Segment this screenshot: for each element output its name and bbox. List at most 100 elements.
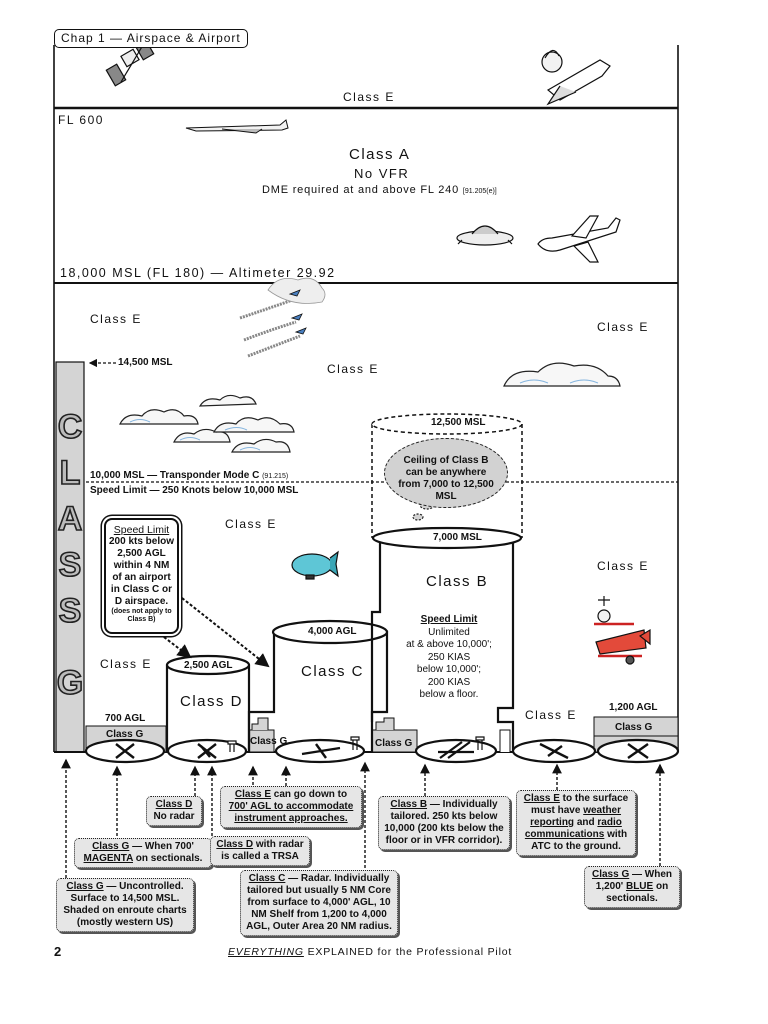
blimp-icon <box>291 550 339 580</box>
airliner-icon <box>537 215 621 263</box>
class-g-letter: S <box>58 591 82 631</box>
class-b-speed-line: below 10,000'; <box>416 664 482 675</box>
biplane-icon <box>594 596 651 665</box>
space-shuttle-icon <box>541 49 611 106</box>
note-text: — Uncontrolled. Surface to 14,500 MSL. S… <box>63 881 187 928</box>
satellite-icon <box>105 37 155 87</box>
note-arrows <box>61 758 665 878</box>
note-term: Class E <box>234 789 272 800</box>
note-text: to the surface must have <box>530 793 629 816</box>
class-g-letter: G <box>56 663 84 703</box>
speed-line: of an airport <box>112 572 171 583</box>
class-e-low-right: Class E <box>597 559 649 573</box>
dme-reference: [91.205(e)] <box>462 188 497 195</box>
class-b-ceiling-cloud: Ceiling of Class B can be anywhere from … <box>384 438 508 508</box>
class-c-airspace <box>247 619 389 752</box>
msl-12500-label: 12,500 MSL <box>431 417 486 428</box>
dme-text: DME required at and above FL 240 <box>262 184 460 196</box>
footer-rest: EXPLAINED for the Professional Pilot <box>303 946 513 958</box>
class-g-letter: S <box>58 545 82 585</box>
arrow-speed-c <box>181 597 270 668</box>
note-class-g-uncontrolled: Class G — Uncontrolled. Surface to 14,50… <box>56 878 194 932</box>
note-term: Class G <box>591 869 630 880</box>
note-class-b-tailored: Class B — Individually tailored. 250 kts… <box>378 796 510 850</box>
speed-line: D airspace. <box>114 596 169 607</box>
msl-7000-label: 7,000 MSL <box>433 532 482 543</box>
note-text: — Radar. Individually tailored but usual… <box>246 873 392 932</box>
note-class-g-700: Class G — When 700' MAGENTA on sectional… <box>74 838 212 868</box>
airport-icons <box>84 738 680 764</box>
note-text: No radar <box>153 811 195 822</box>
class-g-letter: L <box>59 453 81 493</box>
note-text: with radar is called a TRSA <box>221 839 304 862</box>
building-icon <box>499 729 511 752</box>
note-text: with ATC to the ground. <box>531 829 628 852</box>
class-b-speed-block: Speed Limit Unlimited at & above 10,000'… <box>404 614 494 702</box>
transponder-reference: (91.215) <box>262 473 289 480</box>
note-term: weather reporting <box>530 805 622 828</box>
class-b-speed-line: 250 KIAS <box>427 651 471 663</box>
note-term: Class B <box>390 799 428 810</box>
note-term: Class D <box>216 839 254 850</box>
note-term: Class E <box>523 793 560 804</box>
speed-limit-title: Speed Limit <box>113 524 170 536</box>
note-text: — When 1,200' <box>595 869 673 892</box>
note-class-e-surface: Class E to the surface must have weather… <box>516 790 636 856</box>
class-b-speed-line: 200 KIAS <box>427 676 471 688</box>
fl180-label: 18,000 MSL (FL 180) — Altimeter 29.92 <box>60 266 336 280</box>
class-d-title: Class D <box>180 693 244 710</box>
cloud-shading <box>129 379 599 451</box>
class-g-letter: A <box>57 499 83 539</box>
class-c-altitude: 4,000 AGL <box>308 626 357 637</box>
class-b-speed-line: at & above 10,000'; <box>406 639 492 650</box>
note-class-d-no-radar: Class D No radar <box>146 796 202 826</box>
class-e-mid-right: Class E <box>597 320 649 334</box>
page-number: 2 <box>54 944 62 959</box>
note-term: Class C <box>248 873 286 884</box>
class-e-low-left: Class E <box>100 657 152 671</box>
cloud-line: Ceiling of Class B <box>403 455 489 466</box>
class-g-label: Class G <box>615 722 653 733</box>
airport-tower-icon <box>227 736 485 752</box>
note-text: — When 700' <box>129 841 194 852</box>
building-icon <box>375 717 395 730</box>
speed-line: 200 kts below <box>108 536 175 547</box>
fl600-label: FL 600 <box>58 113 104 127</box>
class-g-label: Class G <box>375 738 413 749</box>
class-g-label: Class G <box>106 729 144 740</box>
class-g-700-altitude: 700 AGL <box>105 713 146 724</box>
chapter-header: Chap 1 — Airspace & Airport <box>54 29 248 48</box>
top-class-e-label: Class E <box>343 90 395 104</box>
class-a-dme-note: DME required at and above FL 240 [91.205… <box>262 184 497 196</box>
class-b-speed-line: below a floor. <box>419 689 479 700</box>
note-text: on sectionals. <box>606 881 669 904</box>
footer-title: EVERYTHING EXPLAINED for the Professiona… <box>228 946 512 958</box>
class-d-cylinder <box>165 654 251 752</box>
note-term: radio communications <box>524 817 622 840</box>
class-d-altitude: 2,500 AGL <box>184 660 233 671</box>
cloud-line: from 7,000 to 12,500 <box>398 479 494 490</box>
class-e-near-b: Class E <box>525 708 577 722</box>
ufo-icon <box>456 225 514 246</box>
note-class-g-1200: Class G — When 1,200' BLUE on sectionals… <box>584 866 680 908</box>
class-a-title: Class A <box>349 146 411 163</box>
note-term: 700' AGL to accommodate instrument appro… <box>228 801 354 824</box>
note-text: and <box>574 817 598 828</box>
msl-10000-label: 10,000 MSL — Transponder Mode C (91.215) <box>90 470 288 481</box>
note-class-c-radar: Class C — Radar. Individually tailored b… <box>240 870 398 936</box>
class-g-column <box>55 361 85 753</box>
msl-14500-label: 14,500 MSL <box>118 357 173 368</box>
class-e-mid-center: Class E <box>327 362 379 376</box>
class-g-1200-altitude: 1,200 AGL <box>609 702 658 713</box>
cloud-line: MSL <box>435 491 457 502</box>
class-b-title: Class B <box>426 573 489 590</box>
class-g-label: Class G <box>250 736 288 747</box>
speed-line: in Class C or <box>110 584 173 595</box>
class-b-speed-line: Unlimited <box>428 626 470 638</box>
note-text: can go down to <box>271 789 348 800</box>
cloud-line: can be anywhere <box>405 467 487 478</box>
frame-lines <box>53 45 679 752</box>
speed-limit-box: Speed Limit 200 kts below 2,500 AGL with… <box>104 518 179 634</box>
class-b-speed-title: Speed Limit <box>420 614 478 625</box>
fighter-jets-icon <box>239 277 326 358</box>
